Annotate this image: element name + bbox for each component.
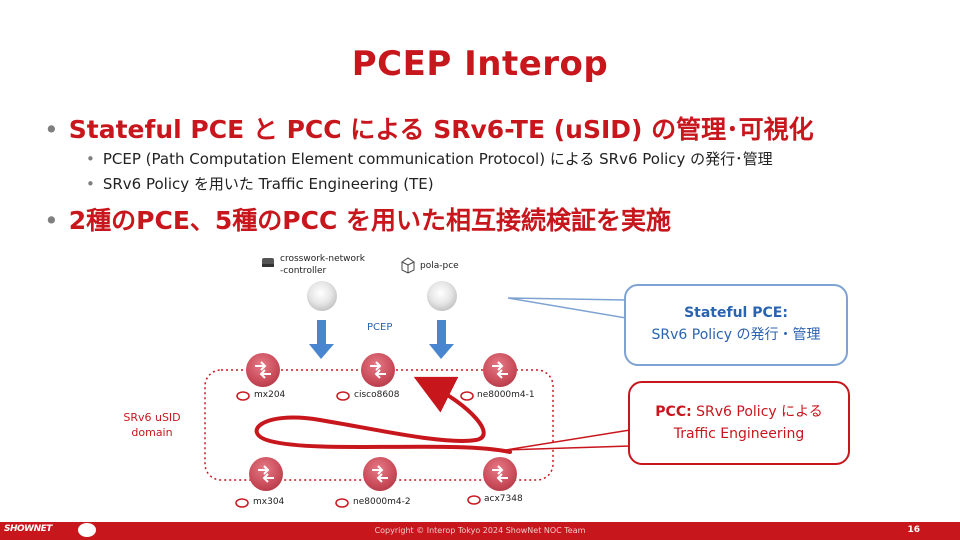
pcep-arrow-right [429, 320, 454, 359]
bullet-2-text: 2種のPCE、5種のPCC を用いた相互接続検証を実施 [68, 206, 672, 235]
pce-callout-text: SRv6 Policy の発行・管理 [651, 327, 821, 343]
sub-bullet-1: •PCEP (Path Computation Element communic… [86, 150, 773, 168]
bullet-1: •Stateful PCE と PCC による SRv6-TE (uSID) の… [44, 115, 814, 144]
router-icon-mx304 [249, 457, 283, 491]
router-mini-icon [335, 498, 349, 508]
footer-bar: SHOWNET Copyright © Interop Tokyo 2024 S… [0, 522, 960, 540]
pcep-arrow-left [309, 320, 334, 359]
bullet-1-text: Stateful PCE と PCC による SRv6-TE (uSID) の管… [68, 115, 814, 144]
router-icon-ne8000m4-2 [363, 457, 397, 491]
router-mini-icon [460, 391, 474, 401]
pce-sphere-crosswork [307, 281, 337, 311]
router-icon-mx204 [246, 353, 280, 387]
pcc-callout-rest: SRv6 Policy による [691, 404, 823, 420]
logo-circle-icon [78, 523, 96, 537]
domain-label-line1: SRv6 uSID [123, 411, 181, 424]
shownet-logo: SHOWNET [4, 524, 52, 534]
pcep-label: PCEP [367, 322, 393, 333]
pce-label-crosswork-2: -controller [280, 266, 327, 276]
server-icon [262, 258, 274, 267]
copyright-text: Copyright © Interop Tokyo 2024 ShowNet N… [374, 526, 586, 535]
pce-label-crosswork-1: crosswork-network [280, 254, 365, 264]
domain-label: SRv6 uSID domain [112, 410, 192, 440]
pce-label-pola: pola-pce [420, 261, 459, 271]
router-mini-icon [467, 495, 481, 505]
domain-label-line2: domain [131, 426, 173, 439]
sub-bullet-2: •SRv6 Policy を用いた Traffic Engineering (T… [86, 175, 434, 193]
box-icon [401, 257, 415, 274]
pce-callout-title: Stateful PCE: [684, 305, 788, 321]
router-label-ne8000m4-2: ne8000m4-2 [353, 497, 411, 507]
router-mini-icon [236, 391, 250, 401]
router-mini-icon [235, 498, 249, 508]
bullet-2: •2種のPCE、5種のPCC を用いた相互接続検証を実施 [44, 206, 672, 235]
pcc-callout: PCC: SRv6 Policy による Traffic Engineering [628, 381, 850, 465]
router-label-mx304: mx304 [253, 497, 285, 507]
pce-callout-pointer [507, 297, 627, 319]
pcc-callout-line2: Traffic Engineering [673, 426, 805, 442]
pcc-callout-pointer [505, 429, 631, 451]
slide-title: PCEP Interop [351, 44, 609, 84]
stateful-pce-callout: Stateful PCE: SRv6 Policy の発行・管理 [624, 284, 848, 366]
router-mini-icon [336, 391, 350, 401]
router-label-ne8000m4-1: ne8000m4-1 [477, 390, 535, 400]
pcc-callout-title: PCC: [655, 404, 692, 420]
router-label-cisco8608: cisco8608 [354, 390, 400, 400]
router-icon-acx7348 [483, 457, 517, 491]
sub-bullet-2-text: SRv6 Policy を用いた Traffic Engineering (TE… [102, 175, 434, 193]
router-label-mx204: mx204 [254, 390, 286, 400]
pcc-callout-line1: PCC: SRv6 Policy による [630, 401, 848, 423]
router-label-acx7348: acx7348 [484, 494, 523, 504]
pce-sphere-pola [427, 281, 457, 311]
sub-bullet-1-text: PCEP (Path Computation Element communica… [102, 150, 773, 168]
router-icon-cisco8608 [361, 353, 395, 387]
srv6-te-path [254, 376, 512, 454]
page-number: 16 [907, 525, 920, 535]
router-icon-ne8000m4-1 [483, 353, 517, 387]
